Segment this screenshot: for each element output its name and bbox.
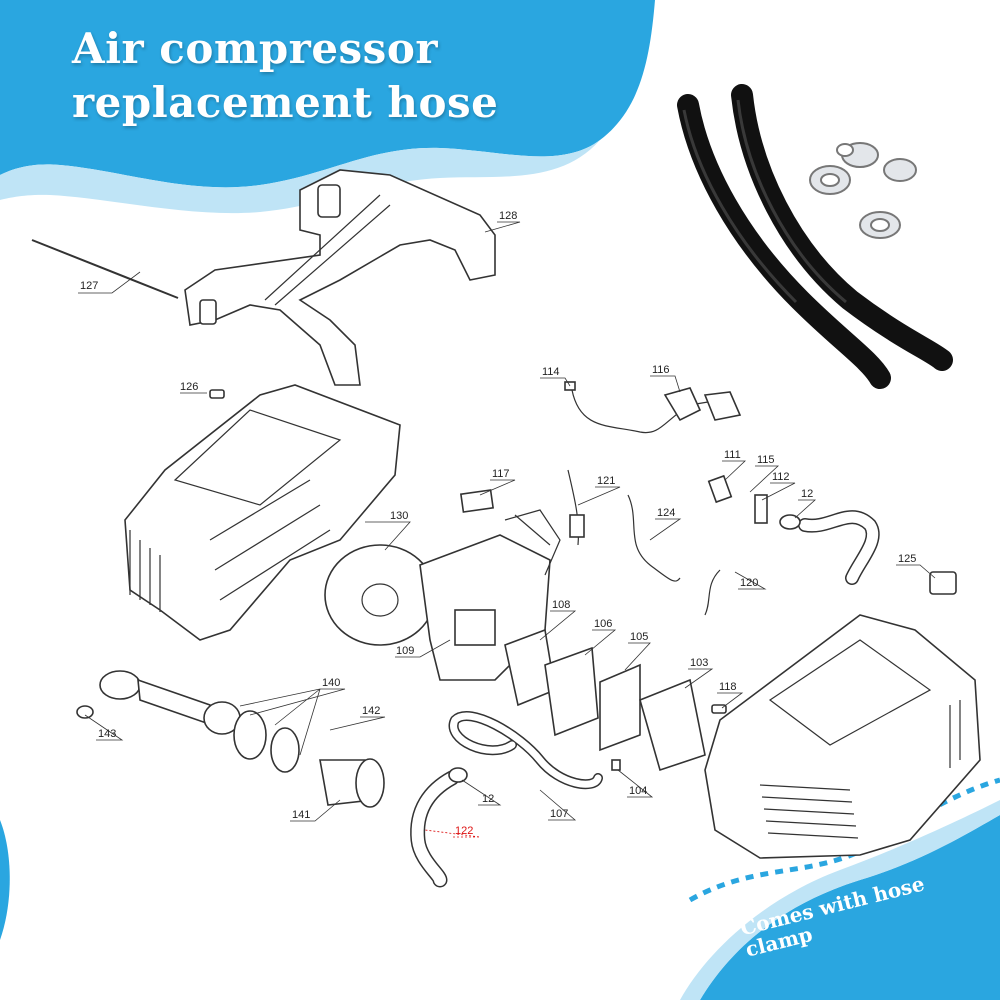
part-label-12-upper: 12 xyxy=(801,488,813,500)
part-label-126: 126 xyxy=(180,381,198,393)
part-label-127: 127 xyxy=(80,280,98,292)
bottom-wave-banner xyxy=(700,815,1000,1000)
part-label-105: 105 xyxy=(630,631,648,643)
part-label-112: 112 xyxy=(772,471,790,483)
part-handle-128 xyxy=(184,169,496,386)
part-label-141: 141 xyxy=(292,809,310,821)
part-wire-121 xyxy=(567,469,580,546)
black-hose-left xyxy=(677,94,891,389)
hose-photo xyxy=(677,84,953,389)
part-label-130: 130 xyxy=(390,510,408,522)
part-label-117: 117 xyxy=(492,468,510,480)
part-label-122: 122 xyxy=(455,825,473,837)
part-label-107: 107 xyxy=(550,808,568,820)
part-rod-127 xyxy=(31,239,179,299)
part-label-106: 106 xyxy=(594,618,612,630)
part-cord-114-116 xyxy=(571,389,721,434)
part-label-12-lower: 12 xyxy=(482,793,494,805)
part-gasket-106 xyxy=(544,646,599,737)
left-edge-wave xyxy=(0,820,10,940)
part-label-114: 114 xyxy=(542,366,560,378)
part-housing-left xyxy=(124,384,401,641)
part-labels: 127 128 126 114 116 117 121 111 115 112 … xyxy=(80,210,916,837)
part-label-121: 121 xyxy=(597,475,615,487)
part-117 xyxy=(459,489,495,513)
top-wave-light xyxy=(0,140,600,214)
part-label-128: 128 xyxy=(499,210,517,222)
part-label-116: 116 xyxy=(652,364,670,376)
part-label-109: 109 xyxy=(396,645,414,657)
part-wire-120 xyxy=(704,569,721,616)
part-label-125: 125 xyxy=(898,553,916,565)
leader-lines xyxy=(78,221,936,838)
top-wave-banner xyxy=(0,0,655,188)
part-label-115: 115 xyxy=(757,454,775,466)
part-label-103: 103 xyxy=(690,657,708,669)
part-125 xyxy=(929,571,957,595)
part-label-104: 104 xyxy=(629,785,647,797)
part-label-120: 120 xyxy=(740,577,758,589)
part-label-142: 142 xyxy=(362,705,380,717)
bottom-dashed-wave xyxy=(688,777,1000,903)
part-wire-124 xyxy=(627,494,681,582)
part-label-118: 118 xyxy=(719,681,737,693)
page-title: Air compressor replacement hose xyxy=(72,24,499,127)
part-cylinder-141 xyxy=(319,758,385,808)
part-label-140: 140 xyxy=(322,677,340,689)
part-label-143: 143 xyxy=(98,728,116,740)
black-hose-right xyxy=(731,84,953,371)
part-valve-103 xyxy=(639,678,706,772)
part-label-108: 108 xyxy=(552,599,570,611)
part-gasket-105 xyxy=(599,663,641,752)
part-label-111: 111 xyxy=(724,449,741,461)
bottom-wave-light xyxy=(680,800,1000,1000)
part-label-124: 124 xyxy=(657,507,675,519)
part-housing-right xyxy=(704,614,981,859)
part-connecting-rod xyxy=(76,670,300,773)
hose-clamps xyxy=(809,142,917,239)
